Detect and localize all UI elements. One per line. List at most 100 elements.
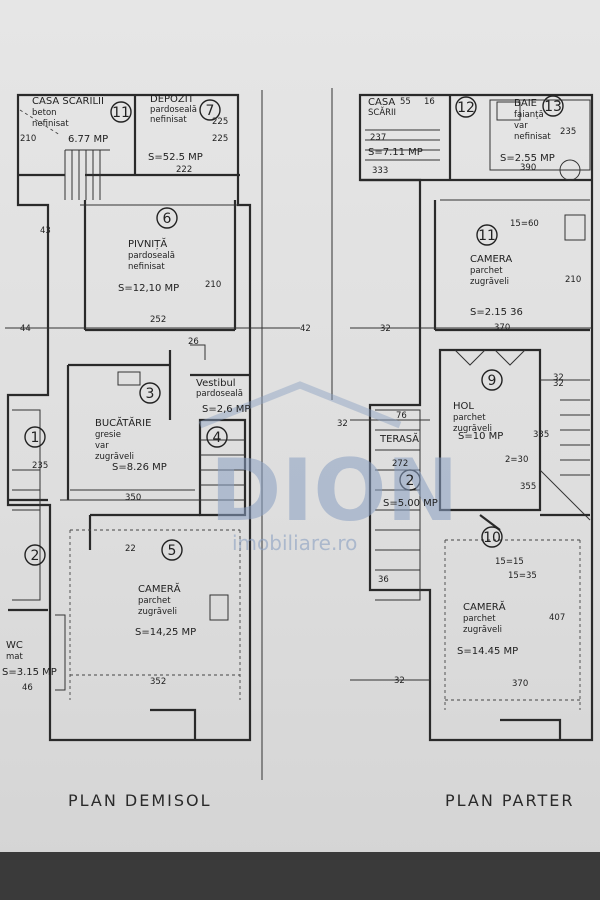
room-area: 6.77 MP [68,134,108,145]
room-description-line: CAMERĂ [463,600,506,613]
room-description-line: parchet [453,413,486,423]
room-area: S=10 MP [458,431,503,442]
dimension-label: 55 [400,97,411,107]
dimension-label: 46 [22,683,33,693]
dimension-label: 15=15 [495,557,524,567]
room-description-line: nefinisat [32,119,69,129]
dimension-label: 352 [150,677,166,687]
room-area: S=14,25 MP [135,627,196,638]
room-description-line: faianță [514,110,544,120]
room-area: S=14.45 MP [457,646,518,657]
room-description-line: beton [32,108,57,118]
room-number-4-demisol [206,426,228,448]
room-area: S=7.11 MP [368,147,423,158]
dimension-label: 350 [125,493,141,503]
dimension-label: 252 [150,315,166,325]
room-number-label: 4 [213,430,222,446]
room-number-label: 5 [168,543,177,559]
room-number-label: 9 [488,373,497,389]
dimension-label: 2=30 [505,455,528,465]
room-description-line: mat [6,652,23,662]
dimension-label: 237 [370,133,386,143]
room-number-label: 11 [112,105,130,121]
room-area: S=12,10 MP [118,283,179,294]
room-description-line: gresie [95,430,121,440]
room-number-label: 13 [544,99,562,115]
room-description-line: pardoseală [196,389,243,399]
room-number-label: 10 [483,530,501,546]
bottom-shadow-band [0,852,600,900]
room-description-line: zugrăveli [463,625,502,635]
room-number-label: 2 [31,548,40,564]
room-number-label: 1 [31,430,40,446]
room-number-2-demisol [24,544,46,566]
dimension-label: 32 [553,373,564,383]
room-area: S=2,6 MP [202,404,250,415]
dimension-label: 222 [176,165,192,175]
dimension-label: 15=60 [510,219,539,229]
room-area: S=5.00 MP [383,498,438,509]
room-description-line: nefinisat [514,132,551,142]
watermark-sub-text: imobiliare.ro [232,531,357,555]
dimension-label: 225 [212,117,228,127]
dimension-label: 76 [396,411,407,421]
room-number-1-demisol [24,426,46,448]
dimension-label: 44 [20,324,31,334]
room-number-label: 6 [163,211,172,227]
room-description-line: zugrăveli [453,424,492,434]
room-description-line: BAIE [514,98,537,109]
room-description-line: WC [6,640,23,651]
room-number-5-demisol [161,539,183,561]
dimension-label: 32 [337,419,348,429]
watermark-logo-text: DION [210,441,458,541]
dimension-label: 272 [392,459,408,469]
room-number-13-parter [542,95,564,117]
room-description-line: DEPOZIT [150,94,195,105]
dimension-label: 390 [520,163,536,173]
dimension-label: 42 [300,324,311,334]
room-description-line: var [95,441,109,451]
dimension-label: 32 [553,379,564,389]
room-description-line: HOL [453,401,474,412]
room-area: S=2.55 MP [500,153,555,164]
room-description-line: pardoseală [128,251,175,261]
room-number-7-demisol [199,99,221,121]
room-number-3-demisol [139,382,161,404]
room-description-line: parchet [470,266,503,276]
watermark: DION imobiliare.ro [198,381,458,555]
dimension-label: 210 [205,280,221,290]
room-number-12-parter [455,96,477,118]
room-number-label: 11 [478,228,496,244]
room-description-line: zugrăveli [95,452,134,462]
dimension-label: 36 [378,575,389,585]
room-area: S=2.15 36 [470,307,523,318]
room-description-line: pardoseală [150,105,197,115]
room-description-line: var [514,121,528,131]
room-number-2-parter [399,469,421,491]
dimension-label: 22 [125,544,136,554]
room-area: S=3.15 MP [2,667,57,678]
room-area: S=52.5 MP [148,152,203,163]
room-number-label: 12 [457,100,475,116]
dimension-label: 333 [372,166,388,176]
room-description-line: zugrăveli [470,277,509,287]
room-description-line: parchet [138,596,171,606]
plan-parter [331,88,594,742]
dimension-label: 235 [560,127,576,137]
room-description-line: PIVNIȚĂ [128,237,167,250]
plan-demisol-title: PLAN DEMISOL [68,791,212,810]
room-number-6-demisol [156,207,178,229]
room-description-line: CASA [368,97,395,108]
dimension-label: 15=35 [508,571,537,581]
room-number-label: 3 [146,386,155,402]
dimension-label: 407 [549,613,565,623]
dimension-label: 235 [32,461,48,471]
room-number-label: 2 [406,473,415,489]
room-description-line: zugrăveli [138,607,177,617]
dimension-label: 225 [212,134,228,144]
room-number-11-parter [476,224,498,246]
plan-parter-title: PLAN PARTER [445,791,574,810]
dimension-label: 210 [565,275,581,285]
